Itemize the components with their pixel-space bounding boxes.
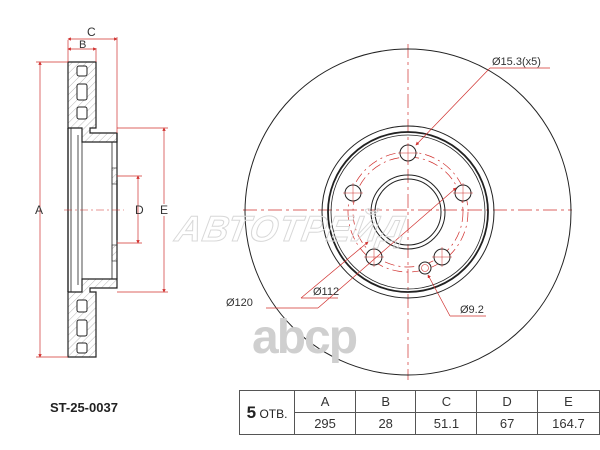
dim-label-c: C bbox=[87, 25, 96, 39]
holes-unit: ОТВ. bbox=[259, 406, 288, 421]
callout-pcd-120: Ø120 bbox=[226, 297, 253, 309]
callout-small-hole: Ø9.2 bbox=[460, 304, 484, 316]
watermark-avtotreid: АВТОТРЕЙД bbox=[172, 208, 410, 250]
value-e: 164.7 bbox=[536, 412, 600, 435]
header-a: A bbox=[294, 390, 356, 413]
header-c: C bbox=[415, 390, 478, 413]
value-a: 295 bbox=[294, 412, 356, 435]
small-hole bbox=[418, 261, 432, 275]
dim-label-d: D bbox=[135, 203, 144, 217]
spec-table: 5 ОТВ. A B C D E 295 28 51.1 67 164.7 bbox=[238, 390, 600, 435]
callout-pcd-112: Ø112 bbox=[313, 286, 340, 298]
holes-count: 5 bbox=[246, 402, 257, 422]
value-d: 67 bbox=[476, 412, 538, 435]
spec-table-header-row: 5 ОТВ. A B C D E bbox=[238, 390, 600, 435]
value-c: 51.1 bbox=[415, 412, 478, 435]
callout-bolt-hole: Ø15.3(x5) bbox=[492, 56, 541, 68]
spec-table-value-row: 295 28 51.1 67 164.7 bbox=[240, 412, 600, 435]
watermark-abcp-logo: abcp bbox=[252, 311, 358, 364]
part-number: ST-25-0037 bbox=[50, 400, 118, 415]
dim-label-a: A bbox=[35, 203, 44, 217]
dim-label-e: E bbox=[160, 203, 169, 217]
value-b: 28 bbox=[354, 412, 417, 435]
header-d: D bbox=[476, 390, 538, 413]
side-view bbox=[36, 37, 168, 358]
dim-label-b: B bbox=[79, 39, 87, 51]
header-e: E bbox=[536, 390, 600, 413]
holes-count-cell: 5 ОТВ. bbox=[238, 390, 296, 435]
front-view bbox=[243, 44, 572, 380]
header-b: B bbox=[354, 390, 417, 413]
